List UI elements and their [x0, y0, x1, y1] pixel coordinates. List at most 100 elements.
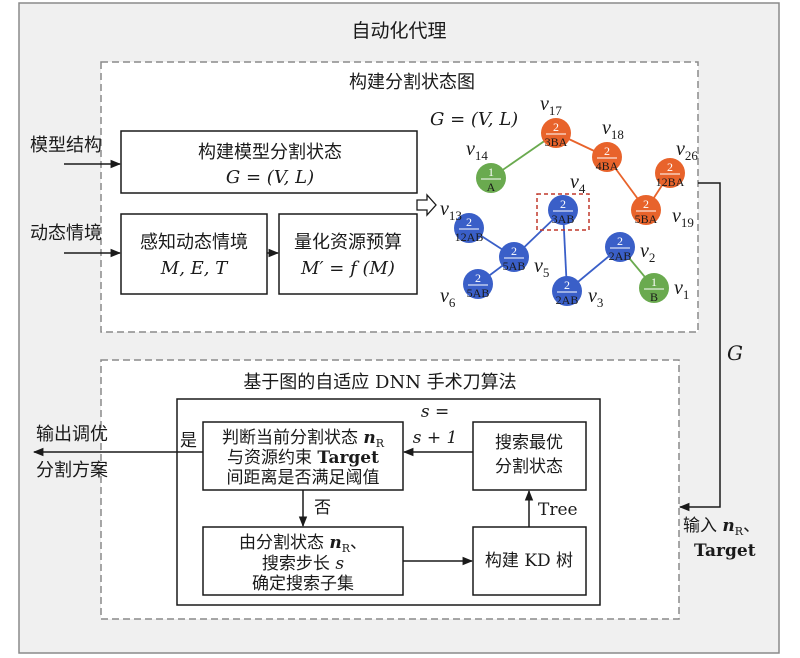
- graph-node-name-sub: 13: [449, 208, 462, 223]
- graph-node-circle: [605, 232, 635, 262]
- graph-node-name-sub: 18: [611, 127, 624, 142]
- perceive-box: [120, 213, 268, 295]
- graph-node-name-base: v: [534, 255, 543, 277]
- quantify-line1: 量化资源预算: [294, 232, 402, 253]
- graph-node-circle: [655, 158, 685, 188]
- graph-node-name: v18: [602, 117, 624, 142]
- graph-node-circle: [548, 195, 578, 225]
- hollow-arrow-icon: [416, 193, 437, 217]
- confirm-line1-text: 由分割状态: [239, 533, 329, 553]
- graph-node-name-base: v: [440, 285, 449, 307]
- confirm-sub: R: [342, 542, 351, 555]
- graph-node-name: v4: [570, 171, 586, 196]
- graph-node-name-sub: 2: [649, 250, 656, 265]
- confirm-line2: 搜索步长 s: [262, 554, 344, 574]
- graph-node-name: v5: [534, 255, 549, 280]
- graph-node-bottom-label: 2AB: [609, 249, 632, 263]
- g-connector-label: G: [727, 341, 743, 365]
- graph-node-name-sub: 14: [475, 148, 489, 163]
- tree-label: Tree: [538, 500, 578, 520]
- yes-label: 是: [180, 431, 197, 451]
- graph-node-name-sub: 19: [681, 215, 694, 230]
- graph-node-top-label: 2: [475, 271, 481, 285]
- graph-node-top-label: 2: [667, 160, 673, 174]
- graph-node-circle: [476, 163, 506, 193]
- input-label-text: 输入: [683, 516, 722, 536]
- graph-node-circle: [631, 195, 661, 225]
- search-box: [472, 421, 587, 491]
- graph-node-bottom-label: 12BA: [656, 175, 685, 189]
- graph-node-name: v14: [466, 138, 488, 163]
- input-model-label: 模型结构: [30, 135, 102, 156]
- graph-node-name-sub: 1: [683, 287, 690, 302]
- graph-node-bottom-label: B: [650, 290, 658, 304]
- graph-node-top-label: 2: [466, 215, 472, 229]
- judge-target: Target: [317, 448, 379, 468]
- graph-node-name: v19: [672, 205, 694, 230]
- graph-node-bottom-label: 12AB: [455, 230, 484, 244]
- graph-node-bottom-label: 4BA: [596, 159, 619, 173]
- graph-node-top-label: 1: [488, 165, 494, 179]
- judge-line3: 间距离是否满足阈值: [227, 468, 380, 488]
- confirm-line2-text: 搜索步长: [262, 554, 335, 574]
- graph-node-name-base: v: [602, 117, 611, 139]
- graph-node-name-base: v: [570, 171, 579, 193]
- perceive-line1: 感知动态情境: [140, 232, 248, 253]
- judge-line1-text: 判断当前分割状态: [222, 428, 363, 448]
- graph-node-name: v13: [440, 198, 462, 223]
- graph-node-circle: [454, 213, 484, 243]
- graph-node-circle: [639, 273, 669, 303]
- input-label-line1: 输入 nR、: [683, 516, 760, 538]
- graph-node-top-label: 1: [651, 275, 657, 289]
- graph-node-name-base: v: [676, 138, 685, 160]
- graph-node-bottom-label: 3AB: [552, 212, 575, 226]
- confirm-comma: 、: [350, 533, 367, 553]
- highlight-box: [536, 193, 590, 231]
- build-model-line2: G = (V, L): [226, 167, 314, 188]
- confirm-n: n: [329, 533, 341, 553]
- input-comma: 、: [743, 516, 760, 536]
- confirm-line1: 由分割状态 nR、: [239, 533, 367, 555]
- graph-node-bottom-label: A: [487, 180, 496, 194]
- graph-node-name-sub: 4: [579, 181, 586, 196]
- graph-node-name: v26: [676, 138, 698, 163]
- graph-node-bottom-label: 3BA: [545, 135, 568, 149]
- output-line1: 输出调优: [36, 424, 108, 445]
- g-connector-line: [678, 182, 721, 512]
- graph-node-name-base: v: [640, 240, 649, 262]
- output-line2: 分割方案: [36, 460, 108, 481]
- graph-node-top-label: 2: [617, 234, 623, 248]
- graph-node-top-label: 2: [560, 197, 566, 211]
- graph-node-name-base: v: [540, 93, 549, 115]
- confirm-box: [202, 526, 404, 596]
- s-line2: s + 1: [413, 428, 458, 448]
- graph-node-name-base: v: [672, 205, 681, 227]
- judge-n: n: [363, 428, 375, 448]
- kd-label: 构建 KD 树: [485, 551, 573, 571]
- input-label-line2: Target: [694, 541, 756, 561]
- input-n: n: [722, 516, 734, 536]
- graph-node-name-base: v: [674, 277, 683, 299]
- graph-node-name-sub: 17: [549, 103, 563, 118]
- bottom-section-title: 基于图的自适应 DNN 手术刀算法: [243, 372, 516, 393]
- input-sub: R: [735, 525, 744, 538]
- confirm-s: s: [335, 554, 344, 574]
- top-section-title: 构建分割状态图: [349, 72, 475, 93]
- graph-node-circle: [463, 269, 493, 299]
- graph-node-name-sub: 26: [685, 148, 699, 163]
- graph-node-bottom-label: 2AB: [556, 293, 579, 307]
- graph-node-top-label: 2: [643, 197, 649, 211]
